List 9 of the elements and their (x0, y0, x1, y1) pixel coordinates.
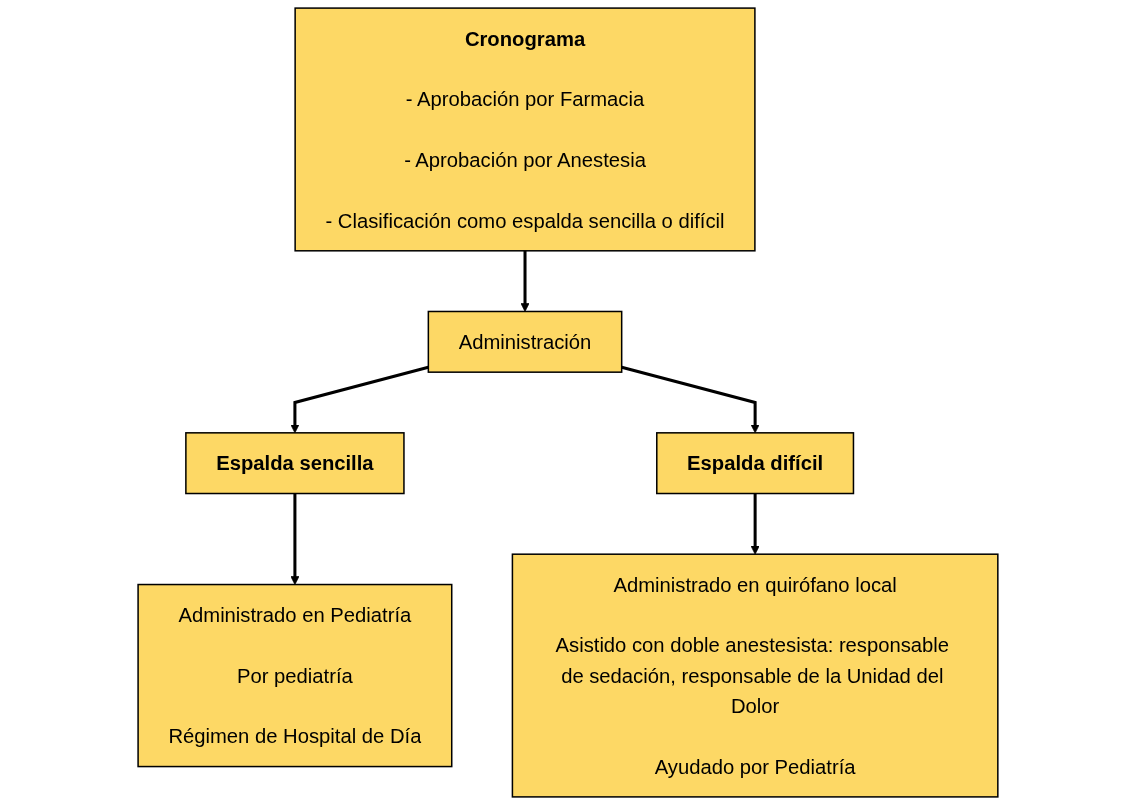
arrow (290, 493, 299, 585)
node-box: Espalda difícil (655, 432, 854, 495)
arrow (520, 250, 529, 312)
node-box: Cronograma - Aprobación por Farmacia - Aprobación por Anestesia - Clasificación como espalda sencilla o difícil (293, 7, 756, 252)
arrow (750, 493, 760, 555)
node-box: Espalda sencilla (184, 432, 405, 495)
node-box: Administración (427, 310, 622, 373)
node-box: Administrado en quirófano local Asistido con doble anestesista: responsable de sedación, responsable de la Unidad del Dolor Ayudado por Pediatría (511, 553, 999, 798)
node-box: Administrado en Pediatría Por pediatría Régimen de Hospital de Día (136, 583, 453, 768)
